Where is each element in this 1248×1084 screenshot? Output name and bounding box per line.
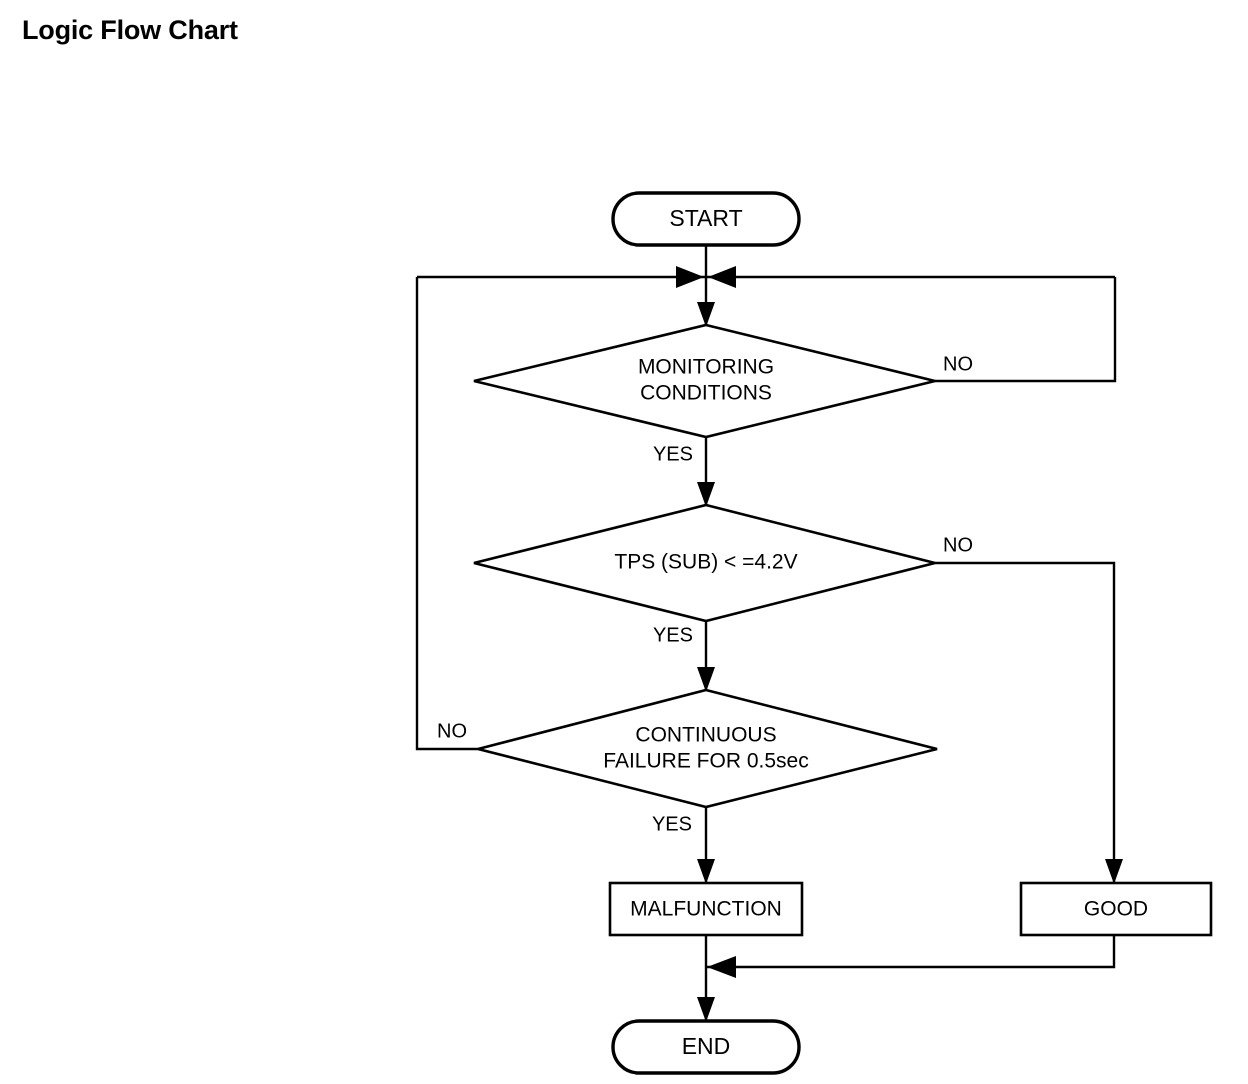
arrowhead-into-good xyxy=(1105,859,1123,884)
arrowhead-into-malfunction xyxy=(697,859,715,884)
edge-label-continuous-yes: YES xyxy=(652,813,692,835)
node-tps-condition[interactable]: TPS (SUB) < =4.2V xyxy=(473,503,936,623)
edge-label-continuous-no: NO xyxy=(437,720,467,742)
arrowhead-good-merge xyxy=(707,956,736,978)
node-start[interactable]: START xyxy=(611,191,801,247)
edge-good-to-end xyxy=(706,935,1116,969)
node-malfunction-label: MALFUNCTION xyxy=(630,898,782,921)
node-good[interactable]: GOOD xyxy=(1019,881,1213,937)
node-end[interactable]: END xyxy=(611,1019,801,1075)
edge-label-monitoring-no: NO xyxy=(943,353,973,375)
arrowhead-junction-from-left xyxy=(676,266,704,288)
edge-label-tps-no: NO xyxy=(943,534,973,556)
node-good-label: GOOD xyxy=(1084,898,1148,921)
edge-label-tps-yes: YES xyxy=(653,624,693,646)
node-monitoring-label-line2: CONDITIONS xyxy=(640,382,772,405)
edge-tps-no-to-good xyxy=(935,561,1116,883)
node-malfunction[interactable]: MALFUNCTION xyxy=(608,881,804,937)
arrowhead-into-tps xyxy=(697,482,715,507)
node-continuous-label-line1: CONTINUOUS xyxy=(635,724,776,747)
node-end-label: END xyxy=(682,1033,731,1059)
arrowhead-into-continuous xyxy=(697,667,715,692)
edge-continuous-no-left-loop xyxy=(415,277,478,751)
page-title: Logic Flow Chart xyxy=(22,15,238,45)
arrowhead-into-end xyxy=(697,997,715,1022)
node-monitoring-label-line1: MONITORING xyxy=(638,356,774,379)
node-monitoring-conditions[interactable]: MONITORING CONDITIONS xyxy=(473,323,936,439)
node-continuous-label-line2: FAILURE FOR 0.5sec xyxy=(603,750,808,773)
edge-label-monitoring-yes: YES xyxy=(653,443,693,465)
node-continuous-failure[interactable]: CONTINUOUS FAILURE FOR 0.5sec xyxy=(477,688,938,809)
node-start-label: START xyxy=(669,205,742,231)
arrowhead-into-monitoring xyxy=(697,302,715,327)
node-tps-label: TPS (SUB) < =4.2V xyxy=(614,551,797,574)
arrowhead-junction-from-right xyxy=(708,266,736,288)
edge-monitoring-no-right-loop xyxy=(935,277,1117,383)
